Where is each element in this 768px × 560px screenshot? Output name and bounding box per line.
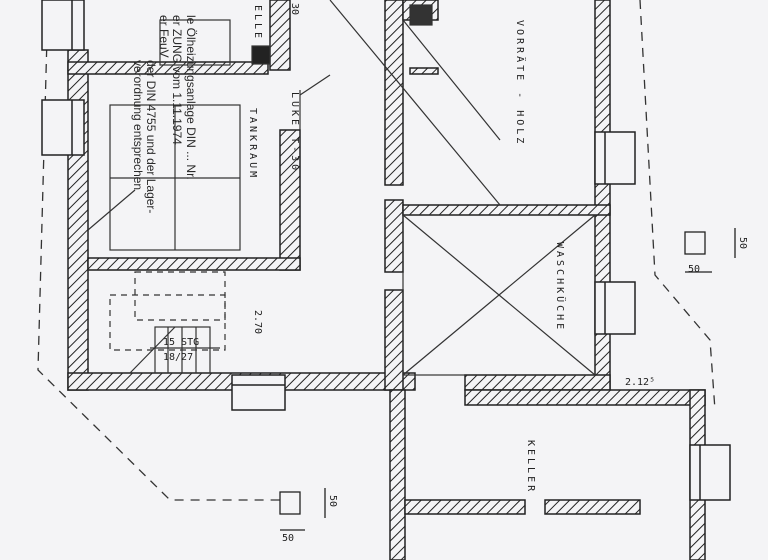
- vent-bottom-height: 50: [327, 495, 338, 507]
- vent-bottom: [279, 488, 326, 531]
- note-line: er ZUNG vom 1.11.1974: [170, 15, 184, 145]
- label-keller: KELLER: [525, 440, 536, 494]
- note-line: er FeuV: [157, 15, 171, 58]
- note-line: verordnung entsprechen: [131, 60, 145, 190]
- fixtures: [87, 0, 596, 376]
- label-elle: ELLE: [252, 5, 263, 41]
- stairs: [109, 271, 226, 374]
- label-steps: 15 STG: [163, 337, 199, 348]
- vent-right-height: 50: [737, 237, 748, 249]
- label-waschkueche: WASCHKÜCHE: [554, 242, 567, 332]
- note-line: le Ölheizungsanlage DIN ... Nr.: [184, 15, 198, 180]
- label-vorraete: VORRÄTE - HOLZ: [514, 20, 527, 146]
- walls: [67, 0, 706, 560]
- label-height: 2.70: [252, 310, 263, 334]
- label-luke: LUKE T-30: [289, 92, 300, 173]
- label-top-dim: 30: [289, 3, 300, 15]
- windows: [41, 0, 731, 501]
- regulation-note: le Ölheizungsanlage DIN ... Nr. er ZUNG …: [131, 15, 198, 213]
- label-tankraum: TANKRAUM: [247, 108, 258, 180]
- label-step-size: 18/27: [163, 352, 193, 363]
- vent-right: [684, 228, 736, 273]
- outline-dashed: [37, 0, 716, 501]
- note-line: der DIN 4755 und der Lager-: [144, 60, 158, 213]
- vent-right-width: 50: [688, 264, 700, 275]
- vent-bottom-width: 50: [282, 533, 294, 544]
- label-width-dim: 2.12⁵: [625, 377, 655, 388]
